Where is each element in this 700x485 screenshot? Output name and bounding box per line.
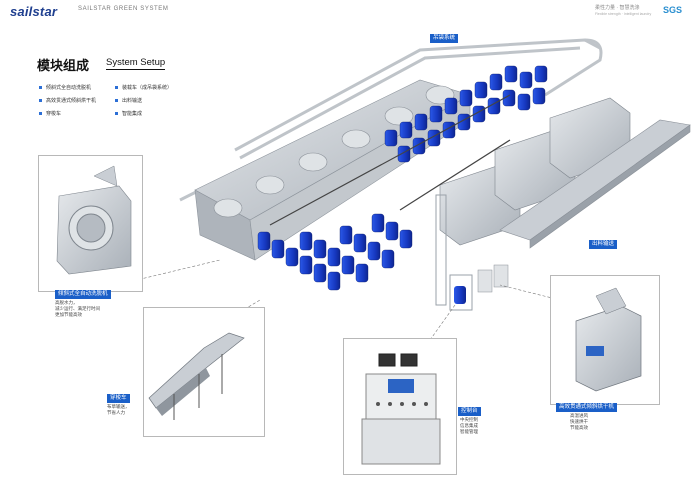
bin-group-front xyxy=(257,213,413,291)
shuttle-desc-2: 节省人力 xyxy=(107,410,125,415)
control-tag: 控制台 xyxy=(458,407,481,416)
side-cabinets xyxy=(477,264,509,293)
washer-desc-2: 减少运行、满足行时间 xyxy=(55,306,100,311)
shuttle-rails xyxy=(269,94,511,226)
lift-frame xyxy=(435,194,473,311)
dryer-desc-2: 快速烘干 xyxy=(570,419,588,424)
control-desc-2: 信息集成 xyxy=(460,423,478,428)
bin-group-back xyxy=(384,65,548,163)
control-console-image xyxy=(361,353,441,465)
shuttle-detail-panel xyxy=(143,307,265,437)
tagline-sub: Flexible strength · Intelligent laundry xyxy=(595,12,652,16)
washer-detail-panel xyxy=(38,155,143,292)
dryer-tag: 高效贯通式倾斜烘干机 xyxy=(556,403,618,412)
shuttle-desc-1: 布草输送， xyxy=(107,404,130,409)
brand-text: SAILSTAR GREEN SYSTEM xyxy=(78,6,169,12)
sgs-badge: SGS xyxy=(663,5,683,15)
control-desc-3: 智能管理 xyxy=(460,429,478,434)
sailstar-logo: sailstar xyxy=(10,4,58,19)
legend-item: 高效贯通式倾斜烘干机 xyxy=(38,98,97,104)
washer-desc-3: 更加节能高效 xyxy=(55,312,82,317)
washer-desc-1: 高脱水力， xyxy=(55,300,78,305)
tagline: 柔性力量 · 智慧洗涤 xyxy=(595,5,640,11)
dryer-detail-image xyxy=(575,287,642,392)
washer-detail-image xyxy=(56,165,132,275)
legend-item: 出料输送 xyxy=(114,98,143,104)
dryer-row xyxy=(439,97,631,246)
hanging-system-tag: 吊袋系统 xyxy=(430,34,459,43)
title-cn: 模块组成 xyxy=(37,58,90,73)
control-desc-1: 中央控制 xyxy=(460,417,478,422)
shuttle-tag: 穿梭车 xyxy=(107,394,130,403)
dryer-desc-3: 节能高效 xyxy=(570,425,588,430)
control-detail-panel xyxy=(343,338,457,475)
washer-row xyxy=(194,79,471,261)
legend-item: 倾斜式全自动洗脱机 xyxy=(38,85,92,91)
washer-tag: 倾斜式全自动洗脱机 xyxy=(55,290,111,299)
legend-item: 装载车（成吊袋系统） xyxy=(114,85,173,91)
discharge-tag: 出料输送 xyxy=(589,240,618,249)
lift-bin xyxy=(454,286,466,304)
legend-item: 穿梭车 xyxy=(38,111,62,117)
dryer-desc-1: 高温进风 xyxy=(570,413,588,418)
title-en: System Setup xyxy=(106,57,166,70)
legend-item: 智能集成 xyxy=(114,111,143,117)
dryer-detail-panel xyxy=(550,275,660,405)
shuttle-detail-image xyxy=(148,332,245,420)
discharge-conveyor xyxy=(499,119,691,249)
